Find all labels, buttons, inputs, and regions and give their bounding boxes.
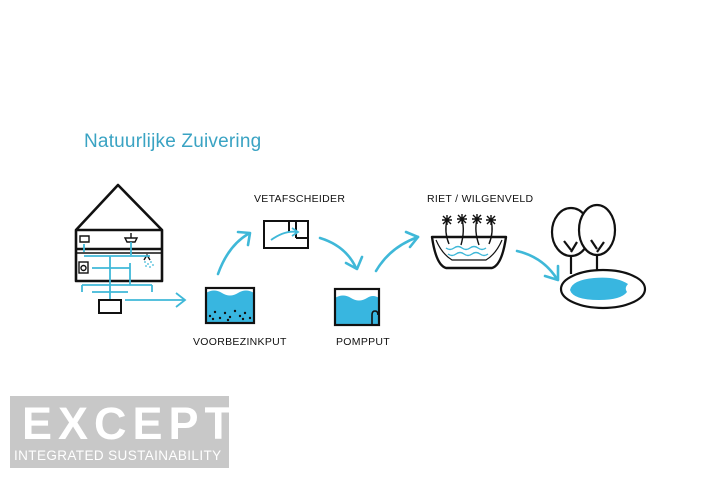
- trees-icon: [550, 203, 617, 274]
- arrow-to-rietveld: [374, 235, 420, 273]
- label-vetafscheider: VETAFSCHEIDER: [254, 193, 346, 205]
- diagram-title: Natuurlijke Zuivering: [84, 131, 262, 152]
- pond-icon: [559, 268, 647, 310]
- vetafscheider-icon: [263, 220, 309, 249]
- voorbezinkput-tank: [204, 286, 256, 325]
- fixtures-icon: [78, 233, 151, 274]
- flow-arrows: [216, 230, 560, 282]
- arrow-to-pompput: [318, 236, 358, 270]
- shower-icon: [144, 261, 154, 268]
- reed-bed-icon: [430, 214, 508, 270]
- arrow-to-vetafscheider: [216, 232, 250, 276]
- logo-tagline: INTEGRATED SUSTAINABILITY: [14, 448, 222, 463]
- label-riet-wilgenveld: RIET / WILGENVELD: [427, 193, 534, 205]
- house-tank-icon: [98, 299, 122, 314]
- pompput-tank: [333, 287, 381, 327]
- arrow-to-pond: [515, 249, 559, 281]
- except-logo: EXCEPT INTEGRATED SUSTAINABILITY: [10, 396, 232, 468]
- house-icon: [74, 183, 164, 283]
- label-pompput: POMPPUT: [336, 336, 391, 348]
- logo-wordmark: EXCEPT: [22, 398, 239, 449]
- label-voorbezinkput: VOORBEZINKPUT: [193, 336, 287, 348]
- house-drain-pipes: [81, 242, 187, 308]
